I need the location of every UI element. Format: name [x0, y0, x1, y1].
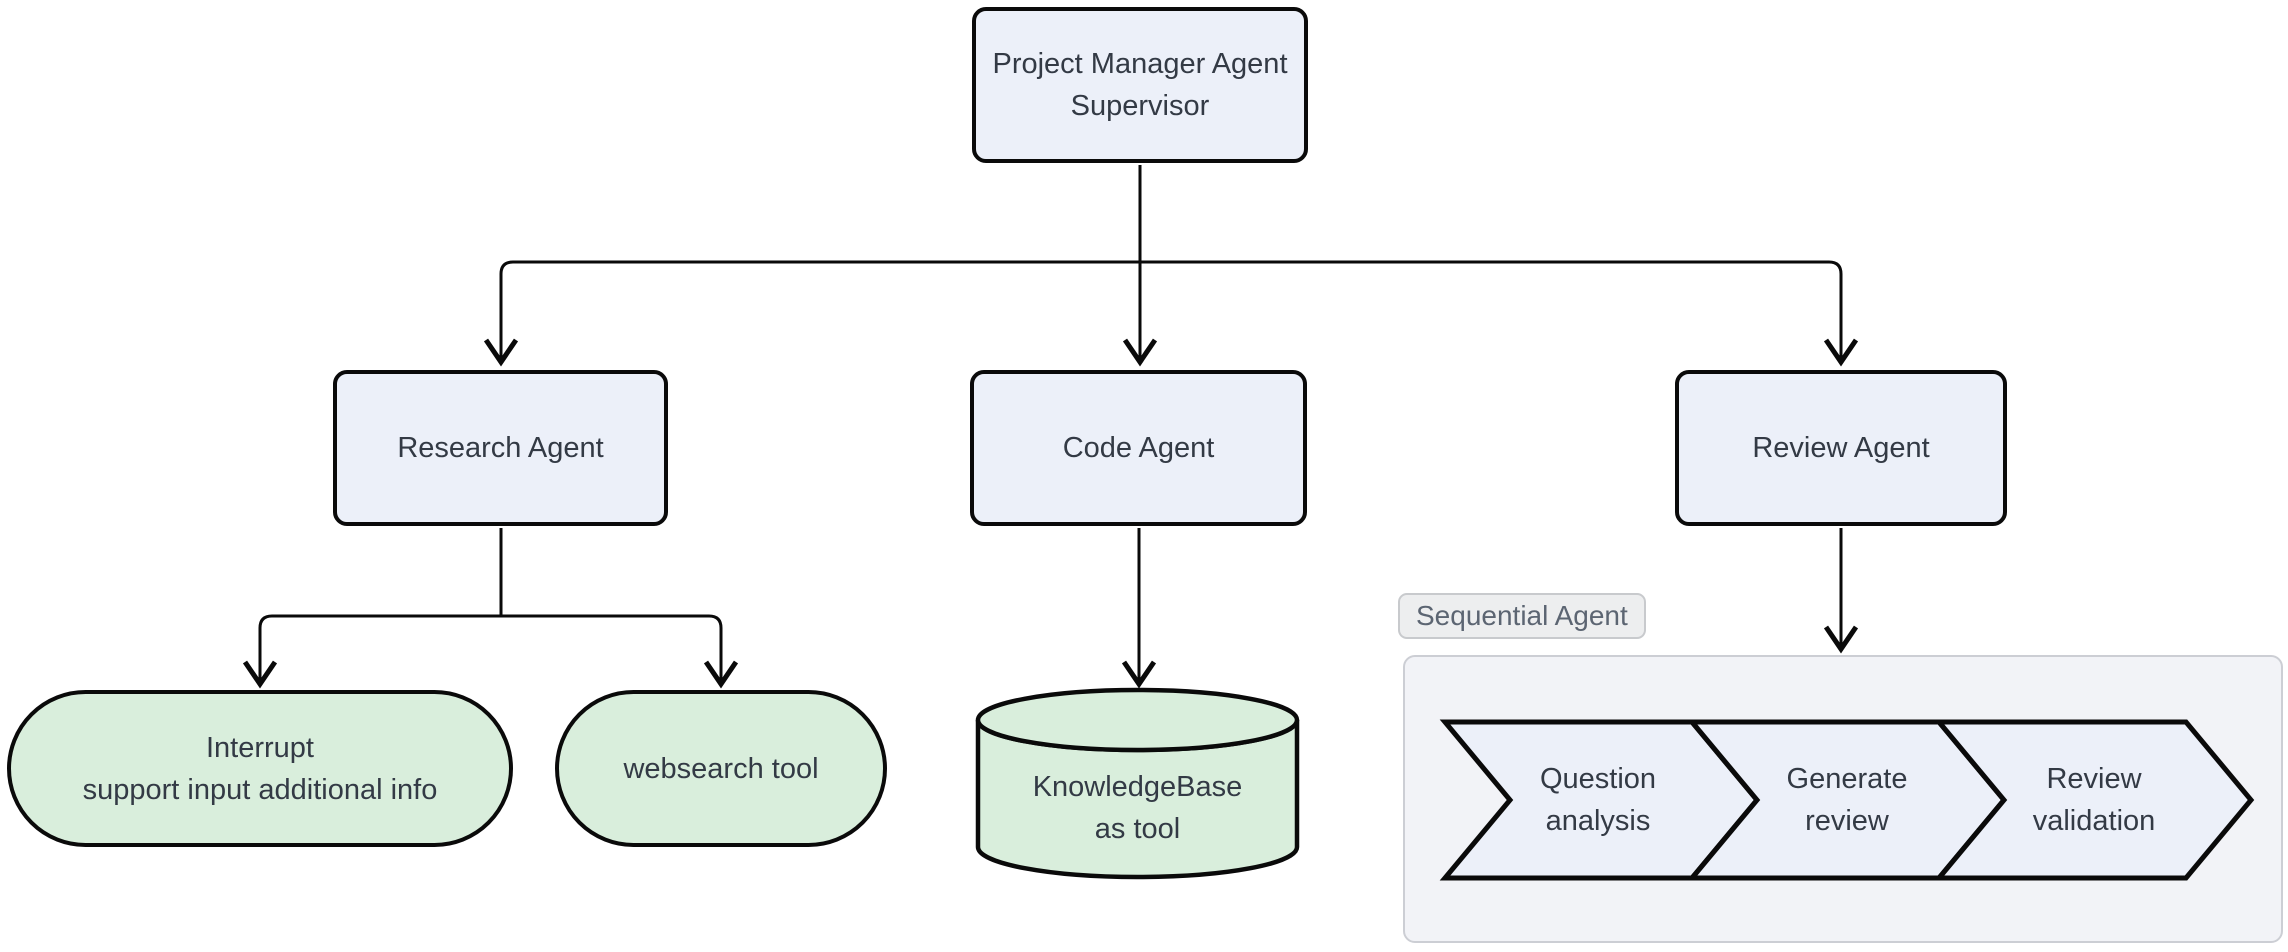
arrowhead-knowledgebase: [1121, 660, 1157, 689]
cylinder-top: [975, 687, 1300, 753]
arrowhead-sequential: [1823, 625, 1859, 654]
node-interrupt-tool: Interrupt support input additional info: [7, 690, 513, 847]
arrowhead-code: [1122, 338, 1158, 367]
step-review-validation-label: Review validation: [2032, 763, 2156, 837]
edge-research-websearch: [501, 614, 723, 681]
knowledgebase-label: KnowledgeBase as tool: [1032, 771, 1243, 845]
step-generate-review-label: Generate review: [1786, 763, 1908, 837]
arrowhead-research: [483, 338, 519, 367]
edge-supervisor-research: [499, 260, 1140, 360]
node-review-agent: Review Agent: [1675, 370, 2007, 526]
edge-supervisor-review: [1140, 260, 1843, 360]
sequential-agent-label: Sequential Agent: [1398, 593, 1646, 639]
node-project-manager-supervisor: Project Manager Agent Supervisor: [972, 7, 1308, 163]
arrowhead-websearch: [703, 660, 739, 689]
arrowhead-review: [1823, 338, 1859, 367]
edge-research-interrupt: [258, 614, 501, 681]
arrowhead-interrupt: [242, 660, 278, 689]
node-websearch-tool: websearch tool: [555, 690, 887, 847]
node-code-agent: Code Agent: [970, 370, 1307, 526]
node-research-agent: Research Agent: [333, 370, 668, 526]
step-question-analysis-label: Question analysis: [1539, 763, 1657, 837]
